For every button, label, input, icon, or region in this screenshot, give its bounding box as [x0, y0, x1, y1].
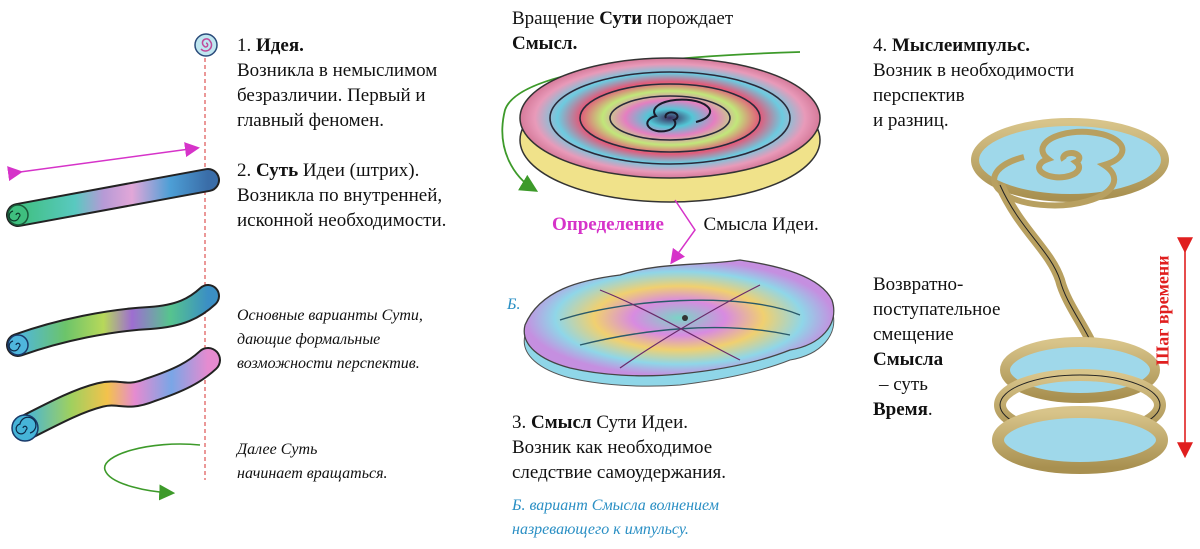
- return-line-6: Время: [873, 399, 928, 420]
- essence-tube-curved: [11, 347, 221, 442]
- impulse-block: 4. Мыслеимпульс. Возник в необходимости …: [873, 33, 1074, 133]
- variants-line-3: возможности перспектив.: [237, 355, 420, 372]
- b-label: Б.: [507, 296, 521, 313]
- meaning-disc: [519, 57, 821, 203]
- essence-number: 2.: [237, 160, 252, 181]
- further-line-1: Далее Суть: [237, 441, 318, 458]
- meaning-rest: Сути Идеи.: [596, 412, 689, 433]
- definition-caption: Определение Смысла Идеи.: [552, 212, 819, 237]
- rotate-arrow-left: [104, 443, 201, 501]
- b-variant-note: Б. вариант Смысла волнением назревающего…: [512, 494, 719, 542]
- return-block: Возвратно- поступательное смещение Смысл…: [873, 272, 1000, 422]
- variants-note: Основные варианты Сути, дающие формальны…: [237, 304, 423, 376]
- rotation-caption: Вращение Сути порождает Смысл.: [512, 6, 733, 56]
- thought-impulse-helix: [971, 118, 1169, 474]
- return-line-3: смещение: [873, 324, 954, 345]
- idea-title: Идея.: [256, 35, 304, 56]
- meaning-wavy-disc: [523, 259, 835, 387]
- essence-line-2: исконной необходимости.: [237, 210, 447, 231]
- idea-block: 1. Идея. Возникла в немыслимом безразлич…: [237, 33, 437, 133]
- impulse-line-3: и разниц.: [873, 110, 949, 131]
- return-line-6-tail: .: [927, 399, 933, 420]
- essence-tube-wavy: [6, 284, 220, 357]
- meaning-block: 3. Смысл Сути Идеи. Возник как необходим…: [512, 410, 726, 485]
- rotation-line-2: Смысл.: [512, 33, 578, 54]
- definition-label: Определение: [552, 214, 664, 235]
- further-note: Далее Суть начинает вращаться.: [237, 438, 388, 486]
- idea-line-2: безразличии. Первый и: [237, 85, 426, 106]
- impulse-line-1: Возник в необходимости: [873, 60, 1075, 81]
- time-step-label: Шаг времени: [1152, 255, 1173, 366]
- impulse-number: 4.: [873, 35, 888, 56]
- meaning-line-2: следствие самоудержания.: [512, 462, 727, 483]
- further-line-2: начинает вращаться.: [237, 465, 388, 482]
- essence-rest: Идеи (штрих).: [302, 160, 420, 181]
- definition-arrow: [670, 199, 696, 265]
- essence-line-1: Возникла по внутренней,: [237, 185, 443, 206]
- rotation-post: порождает: [646, 8, 734, 29]
- meaning-bold: Смысл: [531, 412, 592, 433]
- rotate-arrow-disc: [501, 51, 801, 192]
- idea-spiral-icon: [194, 33, 218, 57]
- idea-number: 1.: [237, 35, 252, 56]
- impulse-line-2: перспектив: [873, 85, 965, 106]
- return-line-5: – суть: [879, 374, 928, 395]
- essence-bold: Суть: [256, 160, 299, 181]
- b-variant-line-2: назревающего к импульсу.: [512, 521, 689, 538]
- essence-block: 2. Суть Идеи (штрих). Возникла по внутре…: [237, 158, 446, 233]
- idea-line-1: Возникла в немыслимом: [237, 60, 438, 81]
- return-line-1: Возвратно-: [873, 274, 964, 295]
- idea-line-3: главный феномен.: [237, 110, 384, 131]
- rotation-pre: Вращение: [512, 8, 595, 29]
- impulse-bold: Мыслеимпульс.: [892, 35, 1031, 56]
- meaning-line-1: Возник как необходимое: [512, 437, 713, 458]
- variants-line-1: Основные варианты Сути,: [237, 307, 423, 324]
- variants-line-2: дающие формальные: [237, 331, 381, 348]
- b-variant-line-1: Б. вариант Смысла волнением: [512, 497, 719, 514]
- essence-tube-straight: [6, 168, 220, 227]
- definition-rest: Смысла Идеи.: [703, 214, 819, 235]
- meaning-number: 3.: [512, 412, 527, 433]
- rotation-bold: Сути: [599, 8, 643, 29]
- return-line-4: Смысла: [873, 349, 944, 370]
- width-double-arrow: [7, 142, 200, 182]
- return-line-2: поступательное: [873, 299, 1001, 320]
